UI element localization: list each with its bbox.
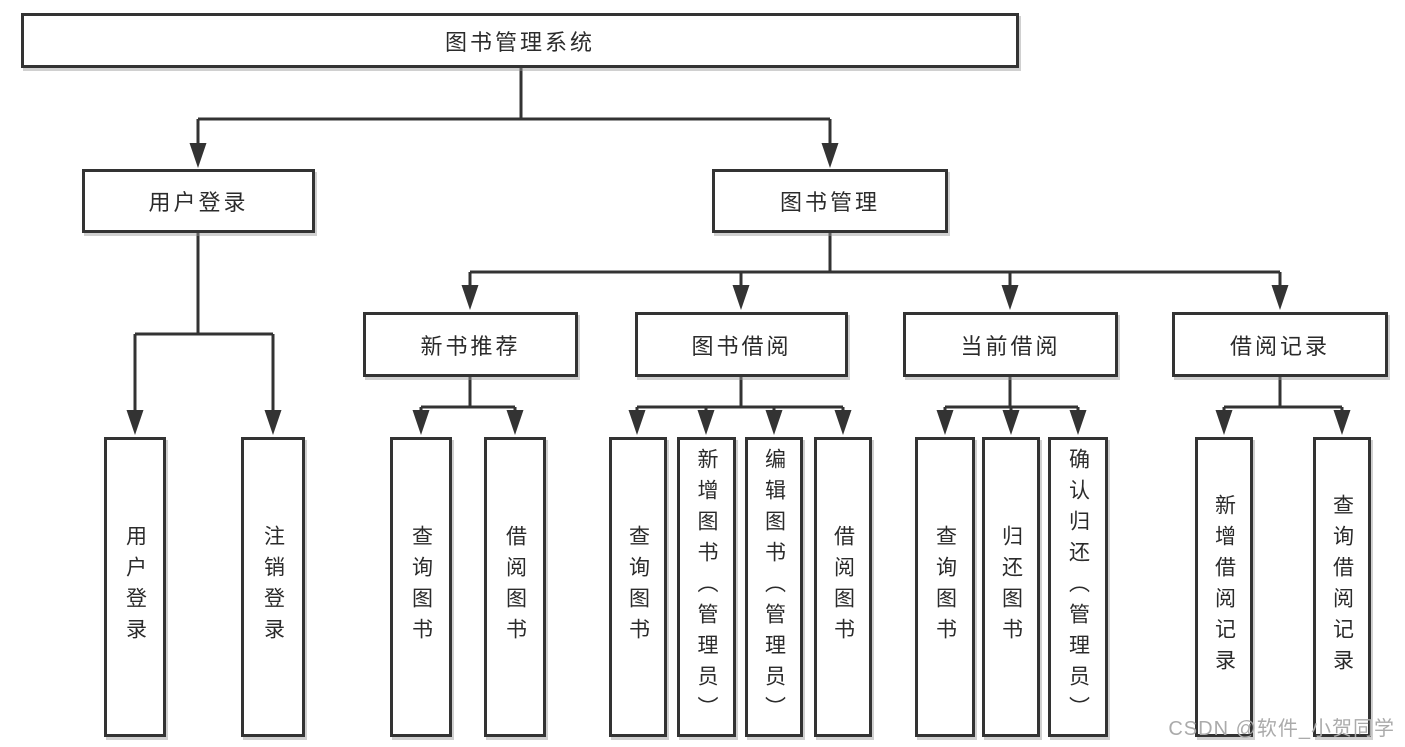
leaf-records-query-record: 查询借阅记录 — [1313, 437, 1371, 737]
node-book-borrow-label: 图书借阅 — [691, 333, 792, 359]
node-user-login-label: 用户登录 — [148, 190, 249, 215]
leaf-newbook-borrow-books: 借阅图书 — [484, 437, 546, 737]
node-book-management: 图书管理 — [712, 169, 948, 233]
leaf-logout: 注销登录 — [241, 437, 305, 737]
node-borrow-records: 借阅记录 — [1172, 312, 1388, 377]
leaf-records-add-record: 新增借阅记录 — [1195, 437, 1253, 737]
node-borrow-records-label: 借阅记录 — [1229, 333, 1330, 359]
leaf-current-return-books-label: 归还图书 — [999, 525, 1023, 649]
leaf-borrow-borrow-books-label: 借阅图书 — [831, 525, 855, 649]
node-current-borrow-label: 当前借阅 — [960, 333, 1061, 359]
leaf-current-query-books-label: 查询图书 — [933, 525, 957, 649]
leaf-borrow-edit-book-admin-label: 编辑图书（管理员） — [762, 447, 786, 727]
leaf-borrow-query-books-label: 查询图书 — [626, 525, 650, 649]
leaf-borrow-query-books: 查询图书 — [609, 437, 667, 737]
node-user-login: 用户登录 — [82, 169, 315, 233]
leaf-borrow-add-book-admin: 新增图书（管理员） — [677, 437, 736, 737]
leaf-borrow-add-book-admin-label: 新增图书（管理员） — [695, 447, 718, 727]
leaf-user-login-label: 用户登录 — [123, 525, 147, 649]
leaf-current-query-books: 查询图书 — [915, 437, 975, 737]
leaf-newbook-query-books-label: 查询图书 — [409, 525, 433, 649]
leaf-newbook-borrow-books-label: 借阅图书 — [503, 525, 527, 649]
leaf-records-add-record-label: 新增借阅记录 — [1212, 494, 1236, 680]
node-root-label: 图书管理系统 — [444, 29, 595, 55]
leaf-user-login: 用户登录 — [104, 437, 166, 737]
leaf-current-return-books: 归还图书 — [982, 437, 1040, 737]
leaf-newbook-query-books: 查询图书 — [390, 437, 452, 737]
leaf-current-confirm-return-admin: 确认归还（管理员） — [1048, 437, 1108, 737]
node-new-book-recommend-label: 新书推荐 — [420, 333, 521, 359]
leaf-logout-label: 注销登录 — [261, 525, 285, 649]
leaf-current-confirm-return-admin-label: 确认归还（管理员） — [1066, 447, 1090, 727]
leaf-records-query-record-label: 查询借阅记录 — [1330, 494, 1354, 680]
node-book-management-label: 图书管理 — [779, 190, 880, 215]
node-new-book-recommend: 新书推荐 — [363, 312, 578, 377]
arrowheads — [126, 143, 1351, 435]
watermark: CSDN @软件_小贺同学 — [1168, 718, 1395, 740]
node-root: 图书管理系统 — [21, 13, 1019, 68]
node-current-borrow: 当前借阅 — [903, 312, 1118, 377]
leaf-borrow-borrow-books: 借阅图书 — [814, 437, 872, 737]
leaf-borrow-edit-book-admin: 编辑图书（管理员） — [745, 437, 803, 737]
node-book-borrow: 图书借阅 — [635, 312, 848, 377]
